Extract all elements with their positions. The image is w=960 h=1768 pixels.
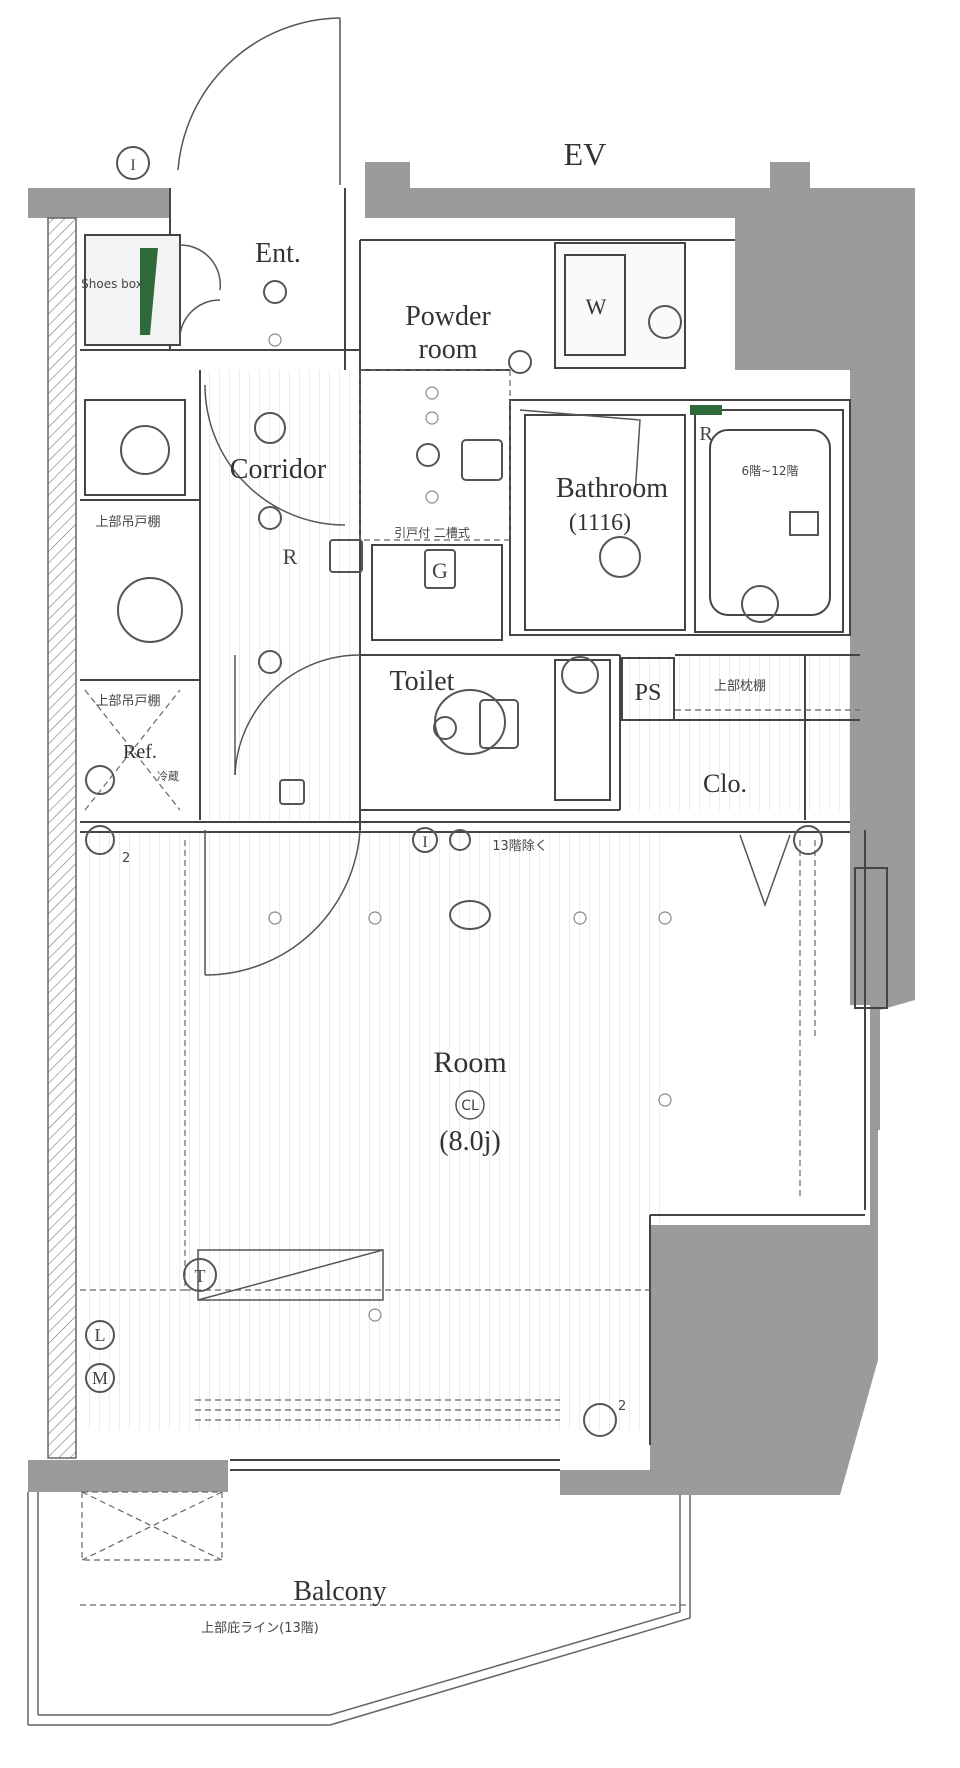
- room-closet-ring: [455, 1090, 485, 1120]
- ps-label: PS: [635, 680, 662, 706]
- corridor-floor: [200, 370, 360, 820]
- intercom-icon-top: I: [130, 157, 135, 174]
- r-mark-bath: R: [699, 423, 713, 445]
- balcony-label: Balcony: [293, 1576, 386, 1607]
- toilet-label: Toilet: [390, 666, 455, 697]
- balcony-outline: [27, 1492, 691, 1726]
- washer-label: W: [586, 294, 607, 319]
- bath-equipment-note: 引戸付 二槽式: [394, 526, 470, 540]
- fixtures: [85, 146, 823, 1437]
- powder-room-label-1: Powder: [405, 301, 491, 332]
- sup-2-bottom: 2: [618, 1399, 626, 1414]
- upper-cabinet-note-2: 上部吊戸棚: [95, 694, 160, 709]
- powder-room-label-2: room: [418, 334, 477, 365]
- corridor-label: Corridor: [230, 454, 327, 485]
- closet-label: Clo.: [703, 769, 747, 798]
- m-mark: M: [92, 1368, 108, 1388]
- entrance-label: Ent.: [255, 238, 301, 269]
- closet-floor: [625, 655, 855, 810]
- room-closet-mark: CL: [461, 1098, 479, 1114]
- balcony-line-note: 上部庇ライン(13階): [201, 1621, 319, 1636]
- shoe-box-label: Shoes box: [81, 277, 143, 291]
- room-label: Room: [433, 1046, 506, 1079]
- left-hatched-wall: [47, 217, 77, 1459]
- sub-2-left: 2: [122, 851, 130, 866]
- g-mark: G: [432, 558, 448, 583]
- intercom-icon-room: I: [422, 834, 427, 851]
- bathroom-size: (1116): [569, 510, 631, 536]
- room-size: (8.0j): [439, 1126, 500, 1157]
- bath-floors-note: 6階~12階: [742, 463, 799, 478]
- ref-note: 冷蔵: [157, 770, 179, 783]
- l-mark: L: [95, 1325, 106, 1345]
- bathroom-label: Bathroom: [556, 473, 668, 504]
- structural-walls: [28, 162, 915, 1495]
- upper-cabinet-note-1: 上部吊戸棚: [95, 515, 160, 530]
- bath-drain-mark: [690, 405, 722, 415]
- ref-label: Ref.: [123, 741, 157, 763]
- ev-label: EV: [564, 136, 607, 172]
- r-mark-corridor: R: [283, 544, 298, 569]
- floor-13-note: 13階除く: [492, 839, 548, 854]
- dashed-lines: [80, 369, 860, 1606]
- room-floor: [80, 830, 660, 1430]
- shoe-box-divider: [140, 248, 158, 335]
- ceiling-points: [268, 333, 672, 1322]
- t-mark: T: [195, 1266, 206, 1286]
- door-swings: [177, 17, 791, 1301]
- upper-shelf-note: 上部枕棚: [714, 679, 766, 694]
